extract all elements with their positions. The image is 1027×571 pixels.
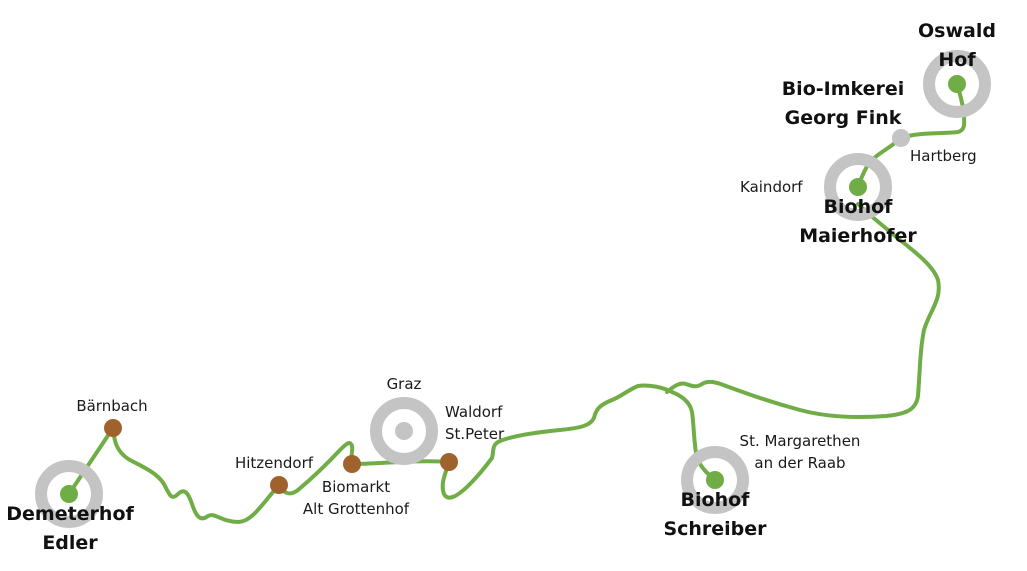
place-label-kaindorf: Kaindorf [740,178,803,196]
farm-label-demeterhof-edler: Demeterhof Edler [6,503,134,554]
farm-biohof-maierhofer-marker[interactable] [824,153,892,221]
farm-ring [923,50,991,118]
farm-label-bio-imkerei-georg-fink: Bio-Imkerei Georg Fink [781,78,905,129]
farm-dot [948,75,966,93]
city-dot [395,422,413,440]
farm-oswald-hof-marker[interactable] [923,50,991,118]
farm-ring [35,460,103,528]
shop-biomarkt-alt-grottenhof-dot[interactable] [343,455,361,473]
farm-ring [681,446,749,514]
place-label-st-margarethen: St. Margarethen an der Raab [739,432,861,472]
shop-hitzendorf-dot[interactable] [270,476,288,494]
hartberg-waypoint-dot[interactable] [892,129,910,147]
farm-ring [824,153,892,221]
farm-dot [849,178,867,196]
place-label-hartberg: Hartberg [910,147,977,165]
shop-label-hitzendorf: Hitzendorf [234,454,314,472]
graz-marker[interactable] [370,397,438,465]
farm-label-oswald-hof: Oswald Hof [918,20,996,71]
farm-label-biohof-maierhofer: Biohof Maierhofer [799,196,917,247]
farm-label-biohof-schreiber: Biohof Schreiber [663,489,767,540]
farm-biohof-schreiber-marker[interactable] [681,446,749,514]
farm-dot [706,471,724,489]
shop-label-baernbach: Bärnbach [76,397,148,415]
shop-waldorf-st-peter-dot[interactable] [440,453,458,471]
farm-demeterhof-edler-marker[interactable] [35,460,103,528]
shop-baernbach-dot[interactable] [104,419,122,437]
city-ring [370,397,438,465]
place-label-graz: Graz [386,375,422,393]
shop-label-waldorf-st-peter: Waldorf St.Peter [445,403,505,443]
route-line [67,82,967,524]
shop-label-biomarkt-alt-grottenhof: Biomarkt Alt Grottenhof [302,478,410,518]
farm-dot [60,485,78,503]
